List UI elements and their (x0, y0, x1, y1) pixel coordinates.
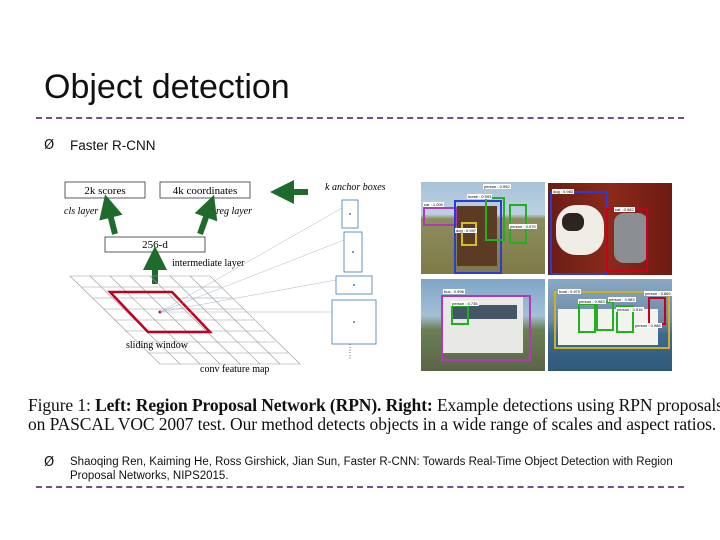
caption-line-1: Figure 1: Left: Region Proposal Network … (28, 395, 720, 415)
sliding-window-label: sliding window (126, 340, 189, 351)
svg-text:⋮: ⋮ (346, 351, 354, 360)
sliding-window (107, 290, 213, 334)
slide-title: Object detection (44, 68, 290, 106)
reference-citation: Shaoqing Ren, Kaiming He, Ross Girshick,… (70, 456, 673, 482)
coords-label: 4k coordinates (173, 185, 237, 197)
figure-caption: Figure 1: Left: Region Proposal Network … (28, 395, 720, 434)
svg-text:⋮: ⋮ (346, 343, 354, 352)
conv-map-label: conv feature map (200, 364, 269, 375)
anchor-boxes (331, 199, 377, 345)
cls-layer-label: cls layer (64, 206, 98, 217)
arrow-to-reg (194, 194, 218, 236)
bullet-marker: Ø (44, 138, 55, 153)
anchor-boxes-label: k anchor boxes (325, 182, 386, 193)
intermediate-label: intermediate layer (172, 258, 245, 269)
detection-photo-1: car : 1.000 person : 0.992 horse : 0.993… (421, 182, 545, 274)
footer-divider (36, 486, 684, 488)
reg-layer-label: reg layer (216, 206, 252, 217)
scores-label: 2k scores (84, 185, 125, 197)
detection-photo-4: boat : 0.970 person : 0.983 person : 0.9… (548, 279, 672, 371)
arrow-to-cls (99, 194, 123, 235)
detection-photo-2: dog : 0.983 cat : 0.982 (548, 183, 672, 275)
bullet-marker-2: Ø (44, 455, 55, 470)
title-divider (36, 117, 684, 119)
detection-photo-3: bus : 0.996 person : 0.736 (421, 279, 545, 371)
caption-line-2: on PASCAL VOC 2007 test. Our method dete… (28, 414, 717, 434)
dim-label: 256-d (142, 239, 168, 251)
bullet-faster-rcnn: Faster R-CNN (70, 138, 156, 153)
rpn-diagram: 2k scores 4k coordinates cls layer reg l… (64, 180, 386, 375)
